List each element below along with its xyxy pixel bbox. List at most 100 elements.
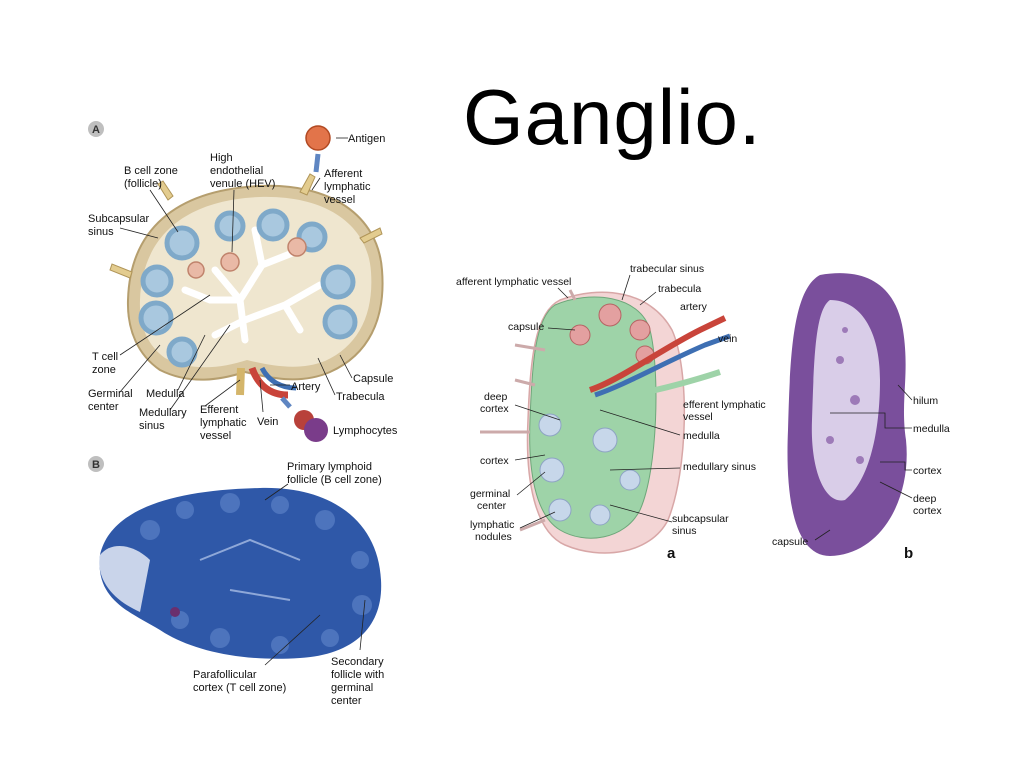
label-afferent-vessel: afferent lymphatic vessel [456, 276, 571, 288]
label-vein: vein [718, 333, 737, 345]
panel-a-leader-lines [119, 137, 353, 413]
label-artery: artery [680, 301, 708, 313]
label-secondary-follicle: center [331, 695, 362, 707]
panel-b-tag: B [92, 459, 100, 471]
label-medulla: medulla [913, 423, 950, 435]
label-germinal-center: germinal [470, 488, 510, 500]
label-capsule: Capsule [353, 373, 393, 385]
antigen-cell [305, 125, 331, 151]
label-efferent: vessel [200, 430, 231, 442]
artery-vessel [248, 366, 289, 399]
label-capsule: capsule [772, 536, 808, 548]
lymphocyte-cell [304, 418, 328, 442]
label-hev: endothelial [210, 165, 263, 177]
label-hev: venule (HEV) [210, 178, 275, 190]
follicles [138, 208, 358, 368]
nodules [538, 413, 641, 526]
label-afferent: lymphatic [324, 181, 371, 193]
panel-a-tag-circle [88, 121, 104, 137]
label-secondary-follicle: follicle with [331, 669, 384, 681]
panel-d-leader-lines [814, 384, 913, 541]
label-artery: Artery [291, 381, 321, 393]
panel-c-leader-lines [514, 274, 681, 529]
hev-venule [220, 252, 240, 272]
label-deep-cortex: cortex [480, 403, 509, 415]
label-secondary-follicle: germinal [331, 682, 373, 694]
label-deep-cortex: deep [484, 391, 508, 403]
label-subcapsular-sinus: subcapsular [672, 513, 729, 525]
label-germinal: center [88, 401, 119, 413]
label-bcell-zone: B cell zone [124, 165, 178, 177]
label-deep-cortex: cortex [913, 505, 942, 517]
label-parafollicular: Parafollicular [193, 669, 257, 681]
artery-vessel [589, 315, 727, 393]
histology-follicles [140, 493, 372, 654]
hev-venule [287, 237, 307, 257]
label-hev: High [210, 152, 233, 164]
afferent-vessels [480, 289, 577, 532]
label-medullary-sinus: medullary sinus [683, 461, 756, 473]
panel-c-tag: a [667, 545, 676, 562]
panel-b-histology: B Primary lymphoid follicle (B cell zone… [88, 456, 384, 707]
label-afferent: Afferent [324, 168, 362, 180]
vein-vessel [594, 333, 731, 398]
label-lymphatic-nodules: nodules [475, 531, 512, 543]
label-medulla: medulla [683, 430, 720, 442]
panel-d-histology: hilum medulla cortex deep cortex capsule… [772, 273, 950, 562]
label-capsule: capsule [508, 321, 544, 333]
label-cortex: cortex [913, 465, 942, 477]
label-bcell-zone: (follicle) [124, 178, 162, 190]
label-cortex: cortex [480, 455, 509, 467]
label-antigen: Antigen [348, 133, 385, 145]
label-afferent: vessel [324, 194, 355, 206]
purple-cords [826, 327, 864, 464]
vein-vessel [259, 366, 297, 391]
antigen-arrow [313, 153, 321, 173]
label-trabecula: Trabecula [336, 391, 385, 403]
label-efferent: Efferent [200, 404, 238, 416]
label-tcell-zone: T cell [92, 351, 118, 363]
label-germinal: Germinal [88, 388, 133, 400]
label-hilum: hilum [913, 395, 938, 407]
label-trabecular-sinus: trabecular sinus [630, 263, 704, 275]
label-lymphocytes: Lymphocytes [333, 425, 398, 437]
afferent-vessels [109, 173, 383, 279]
medulla-cords [181, 226, 324, 344]
label-deep-cortex: deep [913, 493, 937, 505]
label-primary-follicle: follicle (B cell zone) [287, 474, 382, 486]
label-subcapsular: Subcapsular [88, 213, 149, 225]
label-lymphatic-nodules: lymphatic [470, 519, 514, 531]
label-vein: Vein [257, 416, 278, 428]
lymphocyte-arrow [280, 396, 292, 409]
label-medullary-sinus: Medullary [139, 407, 187, 419]
label-efferent-vessel: efferent lymphatic [683, 399, 766, 411]
panel-a-tag: A [92, 124, 100, 136]
histology-cords [199, 538, 301, 601]
label-efferent: lymphatic [200, 417, 247, 429]
label-parafollicular: cortex (T cell zone) [193, 682, 286, 694]
purple-medulla [811, 300, 880, 501]
efferent-vessel [236, 367, 245, 396]
slide-title: Ganglio. [463, 73, 762, 161]
label-trabecula: trabecula [658, 283, 701, 295]
label-primary-follicle: Primary lymphoid [287, 461, 372, 473]
histology-spot [170, 607, 180, 617]
panel-d-tag: b [904, 545, 913, 562]
panel-b-leader-lines [264, 483, 366, 666]
label-tcell-zone: zone [92, 364, 116, 376]
hev-venule [187, 261, 205, 279]
panel-c-diagram: afferent lymphatic vessel trabecular sin… [456, 263, 766, 562]
label-secondary-follicle: Secondary [331, 656, 384, 668]
histology-edge [99, 545, 150, 612]
panel-b-tag-circle [88, 456, 104, 472]
histology-section [99, 487, 382, 659]
efferent-vessel [599, 369, 721, 403]
label-medullary-sinus: sinus [139, 420, 165, 432]
panel-a-diagram: A [88, 121, 398, 442]
label-subcapsular-sinus: sinus [672, 525, 697, 537]
label-germinal-center: center [477, 500, 507, 512]
label-subcapsular: sinus [88, 226, 114, 238]
label-efferent-vessel: vessel [683, 411, 713, 423]
label-medulla: Medulla [146, 388, 185, 400]
